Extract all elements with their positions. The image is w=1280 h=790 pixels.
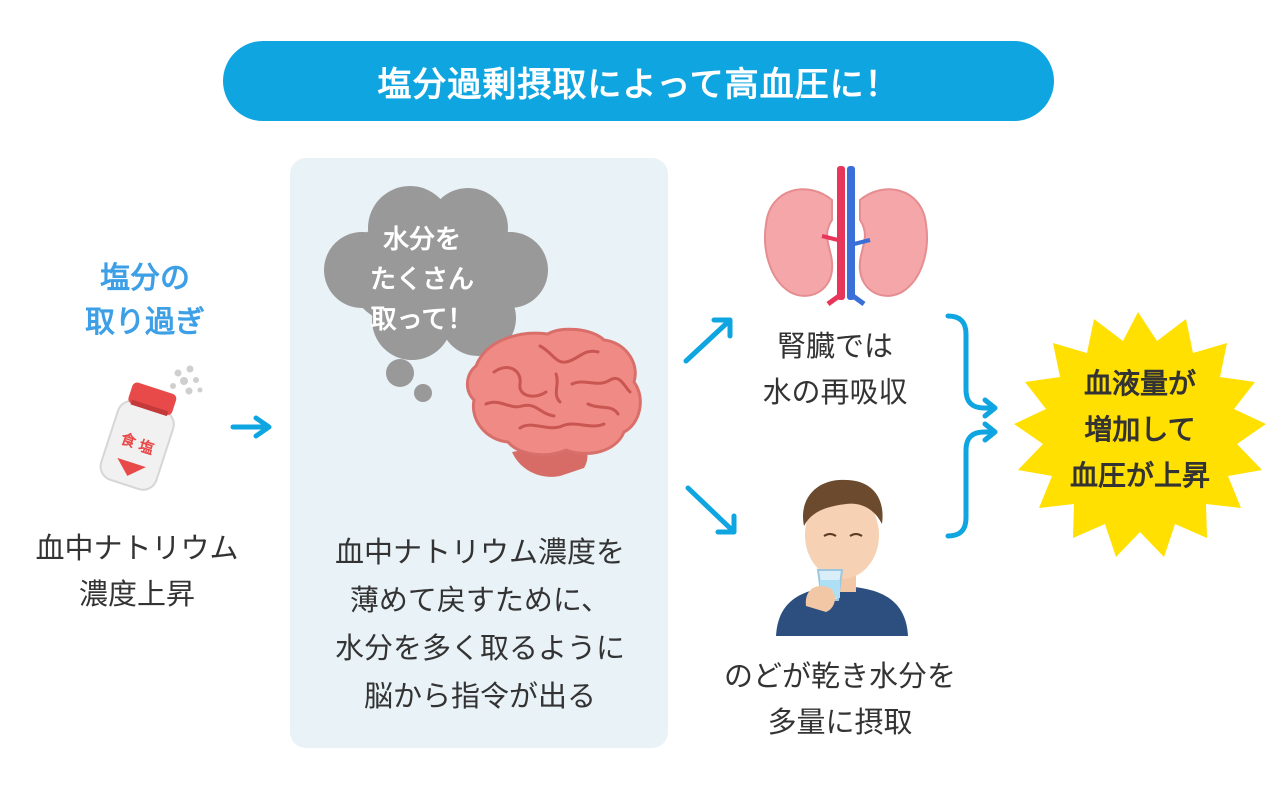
salt-intake-label: 塩分の 取り過ぎ xyxy=(85,261,205,340)
thought-cloud-text: 水分を たくさん 取って！ xyxy=(369,225,474,335)
arrow-into-burst-bottom xyxy=(981,421,998,443)
result-burst-shape xyxy=(1014,312,1266,557)
thirst-intake-text: のどが乾き水分を 多量に摂取 xyxy=(723,659,956,739)
bracket-bottom-icon xyxy=(945,429,987,539)
man-drinking-icon xyxy=(776,479,908,636)
arrow-right-icon xyxy=(230,415,272,439)
arrow-into-burst-top xyxy=(981,397,998,419)
salt-label-bottom: 塩 xyxy=(136,437,156,459)
sodium-rise-text: 血中ナトリウム 濃度上昇 xyxy=(35,531,239,611)
title-text: 塩分過剰摂取によって高血圧に！ xyxy=(377,64,900,105)
salt-shaker-icon xyxy=(99,365,203,491)
bracket-top-icon xyxy=(945,313,987,411)
brain-icon xyxy=(466,327,642,477)
salt-label-top: 食 xyxy=(118,430,139,452)
arrow-down-right-icon xyxy=(685,485,737,535)
arrow-up-right-icon xyxy=(683,317,733,364)
kidney-reabsorption-text: 腎臓では 水の再吸収 xyxy=(762,329,908,409)
blood-pressure-result-text: 血液量が 増加して 血圧が上昇 xyxy=(1069,367,1210,492)
thought-cloud-icon xyxy=(324,186,548,402)
kidney-icon xyxy=(764,166,928,307)
brain-command-text: 血中ナトリウム濃度を 薄めて戻すために、 水分を多く取るように 脳から指令が出る xyxy=(334,535,625,713)
title-banner: 塩分過剰摂取によって高血圧に！ xyxy=(223,41,1054,121)
